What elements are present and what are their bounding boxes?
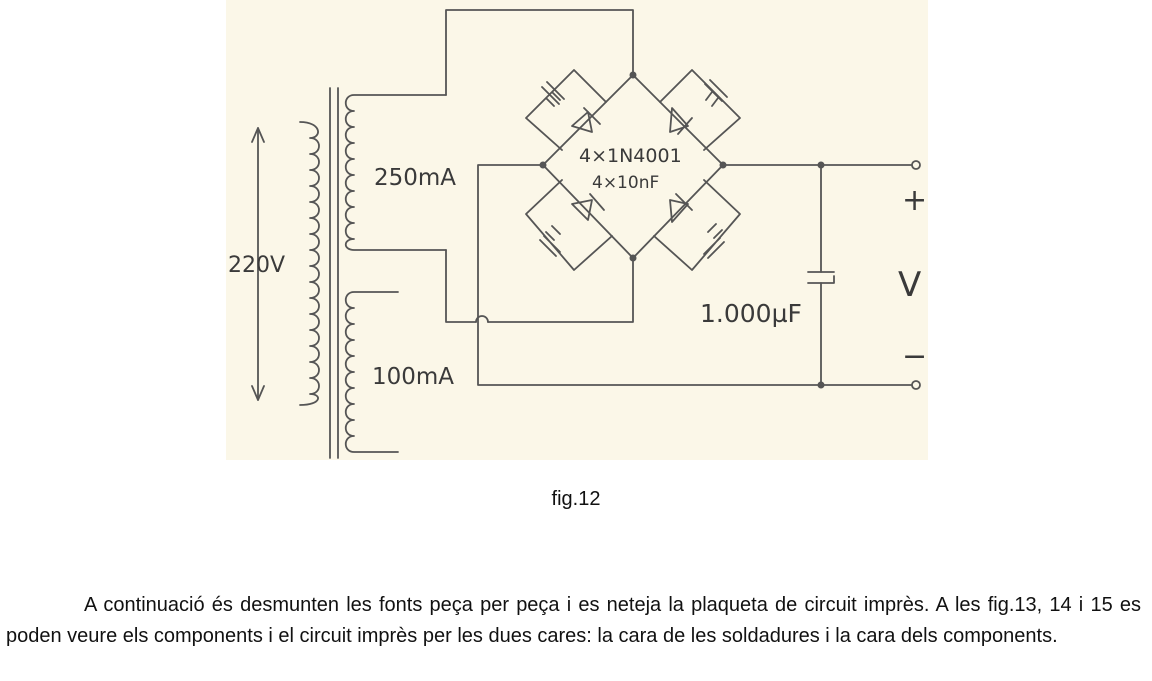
junction-dots bbox=[539, 71, 825, 389]
label-output-voltage: V bbox=[898, 265, 921, 305]
secondary-winding-1 bbox=[344, 94, 447, 251]
small-capacitor-top-left bbox=[525, 69, 607, 151]
wire-crossover bbox=[475, 315, 489, 323]
label-output-plus: + bbox=[902, 183, 927, 218]
junction-cap-bottom bbox=[817, 381, 825, 389]
junction-bridge-left bbox=[539, 161, 547, 169]
primary-winding bbox=[299, 121, 320, 406]
junction-bridge-right bbox=[719, 161, 727, 169]
diode-top-left bbox=[571, 107, 601, 133]
terminal-plus bbox=[911, 160, 921, 170]
secondary-winding-2 bbox=[344, 291, 399, 453]
body-paragraph-container: A continuació és desmunten les fonts peç… bbox=[6, 590, 1141, 652]
wire-top bbox=[445, 9, 634, 96]
label-250ma: 250mA bbox=[374, 165, 456, 191]
junction-bridge-bottom bbox=[629, 254, 637, 262]
label-220v: 220V bbox=[228, 253, 285, 278]
label-diodes: 4×1N4001 bbox=[579, 145, 682, 167]
voltage-arrow-head-top bbox=[251, 127, 265, 143]
junction-bridge-top bbox=[629, 71, 637, 79]
diode-bottom-right bbox=[669, 193, 693, 223]
terminal-minus bbox=[911, 380, 921, 390]
output-terminals bbox=[911, 160, 921, 390]
diode-top-right bbox=[669, 107, 693, 135]
wire-bridge-bottom bbox=[487, 257, 634, 323]
small-capacitor-bottom-left bbox=[525, 179, 613, 271]
label-small-capacitors: 4×10nF bbox=[592, 173, 659, 193]
wire-bridge-left bbox=[477, 164, 822, 386]
diagram-background bbox=[226, 0, 928, 460]
voltage-arrow-head-bottom bbox=[251, 385, 265, 401]
circuit-diagram: 220V 250mA 100mA 4×1N4001 4×10nF 1.000µF… bbox=[226, 0, 928, 460]
diode-bottom-left bbox=[571, 193, 605, 221]
small-capacitor-top-right bbox=[659, 69, 741, 151]
figure-caption: fig.12 bbox=[551, 488, 601, 510]
junction-cap-top bbox=[817, 161, 825, 169]
filter-capacitor-plate-bottom bbox=[807, 275, 835, 284]
label-100ma: 100mA bbox=[372, 364, 454, 390]
small-capacitor-bottom-right bbox=[653, 179, 741, 271]
wire-sec1-bottom bbox=[445, 249, 477, 323]
label-filter-capacitor: 1.000µF bbox=[700, 299, 802, 328]
label-output-minus: − bbox=[902, 339, 927, 374]
body-paragraph: A continuació és desmunten les fonts peç… bbox=[6, 594, 1141, 647]
